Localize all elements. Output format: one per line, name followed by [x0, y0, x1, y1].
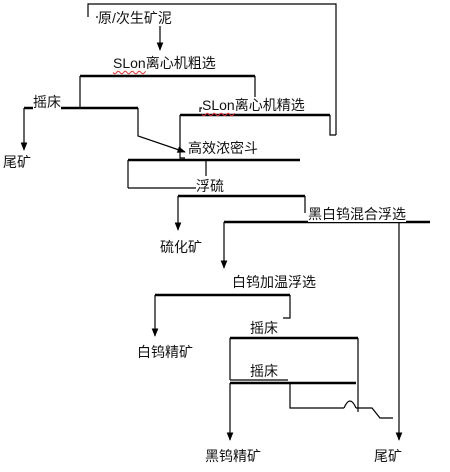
bridge-arc — [343, 400, 357, 409]
cleaner-recycle — [329, 115, 336, 136]
bulk-flotation-label: 黑白钨混合浮选 — [308, 206, 406, 222]
heated-flotation-label: 白钨加温浮选 — [232, 274, 316, 290]
tailings-2-label: 尾矿 — [374, 448, 402, 464]
wolframite-label: 黑钨精矿 — [205, 448, 261, 464]
rougher-label-suffix: 离心机粗选 — [145, 55, 216, 71]
recycle-line — [87, 3, 337, 135]
cleaner-tail-line — [179, 115, 185, 159]
heated-to-shaking-2 — [283, 295, 291, 319]
scheelite-label: 白钨精矿 — [137, 344, 193, 360]
shaking-table-2-label: 摇床 — [250, 320, 278, 336]
cleaner-label-suffix: 离心机精选 — [234, 97, 305, 113]
shaking-table-1-out — [137, 108, 186, 153]
sulfide-flotation-label: 浮硫 — [196, 178, 224, 194]
rougher-label: SLon离心机粗选 — [113, 55, 216, 71]
feed-label: 原/次生矿泥 — [98, 10, 172, 26]
shaking-table-3-label: 摇床 — [250, 363, 278, 379]
cleaner-label: SLon离心机精选 — [202, 97, 305, 113]
sulfide-ore-label: 硫化矿 — [160, 239, 202, 255]
shaking-3-tail — [289, 383, 344, 409]
tailings-1-label: 尾矿 — [3, 154, 31, 170]
thickener-label: 高效浓密斗 — [188, 140, 258, 156]
shaking-table-1-label: 摇床 — [33, 94, 61, 110]
cleaner-label-prefix: SLon — [202, 97, 235, 113]
rougher-label-prefix: SLon — [113, 55, 146, 71]
